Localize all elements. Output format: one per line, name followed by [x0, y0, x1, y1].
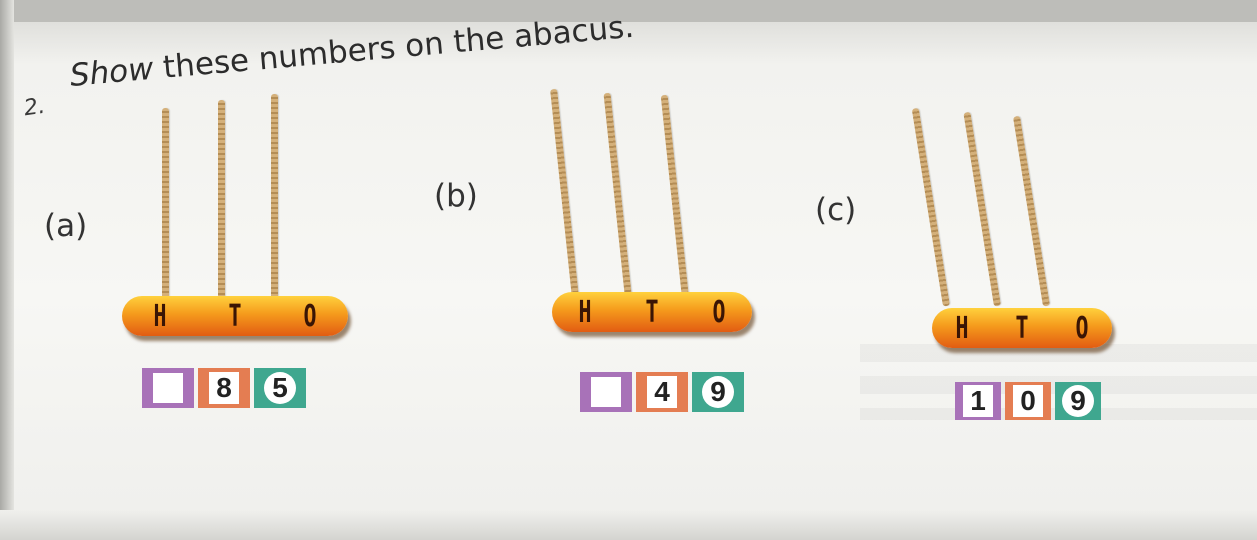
abacus-rod-ones [660, 94, 689, 299]
abacus-rod-hundreds[interactable] [550, 88, 579, 299]
place-letter-ones: O [1075, 310, 1089, 346]
question-number: 2. [22, 93, 47, 122]
abacus-base: H T O [932, 308, 1112, 348]
page-top-shadow [0, 0, 1257, 22]
place-letter-tens: T [228, 298, 242, 334]
abacus-rod-tens[interactable] [603, 92, 632, 299]
ones-box: 9 [1055, 382, 1101, 420]
place-letter-ones: O [303, 298, 317, 334]
hundreds-digit[interactable] [153, 373, 183, 403]
question-title-italic: Show [68, 50, 155, 94]
abacus-rod-hundreds[interactable] [162, 108, 169, 303]
tens-box: 8 [198, 368, 250, 408]
hundreds-digit: 1 [963, 385, 993, 417]
ones-digit: 9 [702, 376, 734, 408]
abacus-rod-tens[interactable] [218, 100, 225, 303]
tens-digit: 4 [647, 376, 677, 408]
part-label: (c) [815, 192, 857, 228]
digit-boxes: 4 9 [580, 372, 744, 412]
digit-boxes: 1 0 9 [955, 382, 1101, 420]
tens-box: 0 [1005, 382, 1051, 420]
page-bottom-shadow [0, 510, 1257, 540]
abacus-base: H T O [552, 292, 752, 332]
place-letter-tens: T [1015, 310, 1029, 346]
tens-digit: 0 [1013, 385, 1043, 417]
ones-box: 5 [254, 368, 306, 408]
abacus-rod-ones [1013, 115, 1050, 307]
abacus-base: H T O [122, 296, 348, 336]
ones-digit: 9 [1062, 385, 1094, 417]
abacus-rod-hundreds [911, 107, 950, 307]
place-letter-ones: O [712, 294, 726, 330]
tens-box: 4 [636, 372, 688, 412]
abacus-rod-ones [271, 94, 278, 303]
abacus-part-a: (a) H T O 8 5 [0, 0, 348, 408]
place-letter-hundreds: H [153, 298, 167, 334]
digit-boxes: 8 5 [142, 368, 306, 408]
place-letter-hundreds: H [955, 310, 969, 346]
part-label: (a) [44, 208, 88, 244]
tens-digit: 8 [209, 372, 239, 404]
place-letter-hundreds: H [578, 294, 592, 330]
hundreds-box[interactable] [580, 372, 632, 412]
hundreds-box: 1 [955, 382, 1001, 420]
ones-box: 9 [692, 372, 744, 412]
abacus-rod-tens [963, 111, 1001, 307]
hundreds-box[interactable] [142, 368, 194, 408]
abacus-part-b: (b) H T O 4 9 [0, 0, 752, 412]
hundreds-digit[interactable] [591, 377, 621, 407]
abacus-part-c: (c) H T O 1 0 9 [0, 0, 1112, 420]
page-left-shadow [0, 0, 14, 540]
ones-digit: 5 [264, 372, 296, 404]
part-label: (b) [434, 178, 478, 214]
place-letter-tens: T [645, 294, 659, 330]
